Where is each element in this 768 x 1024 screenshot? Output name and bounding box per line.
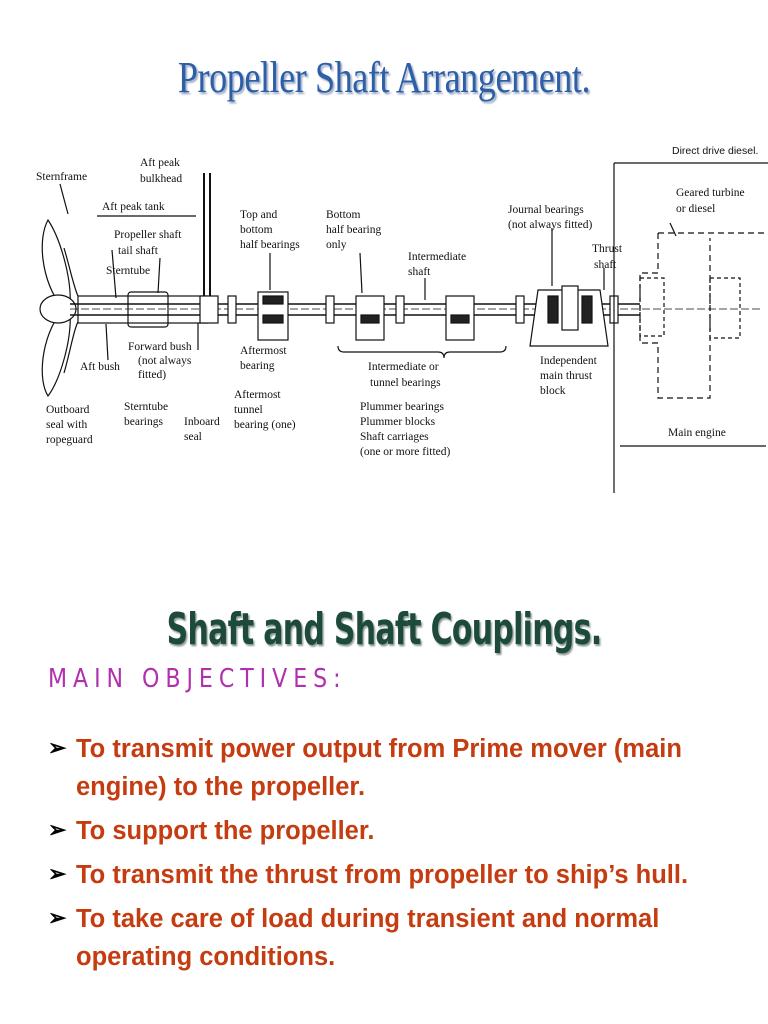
label-top-bottom-2: bottom	[240, 224, 273, 236]
label-aft-peak-tank: Aft peak tank	[102, 201, 165, 213]
label-independent-2: main thrust	[540, 370, 593, 382]
arrow-bullet-icon: ➢	[48, 735, 67, 760]
arrow-bullet-icon: ➢	[48, 817, 67, 842]
label-forward-bush-1: Forward bush	[128, 341, 192, 353]
label-plummer-1: Plummer bearings	[360, 401, 445, 413]
label-sterntube-bearings-2: bearings	[124, 416, 163, 428]
arrow-bullet-icon: ➢	[48, 861, 67, 886]
propeller-blade-upper	[41, 218, 71, 309]
label-outboard-3: ropeguard	[46, 434, 93, 446]
page-title: Propeller Shaft Arrangement.	[177, 53, 591, 102]
label-geared-2: or diesel	[676, 203, 715, 215]
propeller-shaft-diagram: Sternframe Aft peak bulkhead Aft peak ta…	[36, 145, 768, 493]
list-item: ➢ To take care of load during transient a…	[48, 900, 748, 976]
sternframe-outline	[63, 247, 79, 374]
label-bottom-half-3: only	[326, 239, 347, 251]
label-aftermost-tunnel-2: tunnel	[234, 404, 263, 416]
label-sterntube-bearings-1: Sterntube	[124, 401, 168, 413]
propeller-blade-lower	[41, 309, 71, 398]
objectives-heading: MAIN OBJECTIVES:	[48, 664, 347, 694]
label-intermediate-tunnel-2: tunnel bearings	[370, 377, 441, 389]
list-item: ➢ To transmit power output from Prime mov…	[48, 730, 748, 806]
sterntube	[77, 295, 209, 324]
label-bottom-half-1: Bottom	[326, 209, 361, 221]
label-plummer-3: Shaft carriages	[360, 431, 429, 443]
label-sterntube: Sterntube	[106, 265, 150, 277]
bullet-text: To take care of load during transient an…	[76, 905, 660, 971]
label-top-bottom-1: Top and	[240, 209, 277, 221]
objectives-list: ➢ To transmit power output from Prime mov…	[48, 730, 748, 982]
label-journal-2: (not always fitted)	[508, 219, 592, 231]
label-outboard-1: Outboard	[46, 404, 90, 416]
label-inboard-2: seal	[184, 431, 202, 443]
label-independent-3: block	[540, 385, 566, 397]
label-plummer-2: Plummer blocks	[360, 416, 436, 428]
label-inboard-1: Inboard	[184, 416, 220, 428]
section-title: Shaft and Shaft Couplings.	[166, 604, 603, 655]
label-aftermost-tunnel-1: Aftermost	[234, 389, 281, 401]
label-geared-1: Geared turbine	[676, 187, 745, 199]
label-outboard-2: seal with	[46, 419, 87, 431]
label-forward-bush-2: (not always	[138, 355, 192, 367]
label-independent-1: Independent	[540, 355, 598, 367]
label-aft-peak-bulkhead-1: Aft peak	[140, 157, 180, 169]
label-intermediate-shaft-1: Intermediate	[408, 251, 466, 263]
label-aftermost-bearing-1: Aftermost	[240, 345, 287, 357]
label-thrust-shaft-2: shaft	[594, 259, 617, 271]
label-intermediate-shaft-2: shaft	[408, 266, 431, 278]
main-engine-outline	[639, 232, 768, 399]
label-intermediate-tunnel-1: Intermediate or	[368, 361, 439, 373]
label-forward-bush-3: fitted)	[138, 369, 166, 381]
label-sternframe: Sternframe	[36, 171, 87, 183]
label-thrust-shaft-1: Thrust	[592, 243, 623, 255]
label-bottom-half-2: half bearing	[326, 224, 381, 236]
list-item: ➢ To support the propeller.	[48, 812, 748, 850]
label-propeller-shaft-2: tail shaft	[118, 245, 159, 257]
label-aftermost-tunnel-3: bearing (one)	[234, 419, 296, 431]
label-aftermost-bearing-2: bearing	[240, 360, 275, 372]
label-journal-1: Journal bearings	[508, 204, 584, 216]
label-aft-peak-bulkhead-2: bulkhead	[140, 173, 182, 185]
arrow-bullet-icon: ➢	[48, 905, 67, 930]
label-direct-drive: Direct drive diesel.	[672, 145, 758, 157]
bullet-text: To support the propeller.	[76, 817, 375, 845]
bullet-text: To transmit the thrust from propeller to…	[76, 861, 689, 889]
bullet-text: To transmit power output from Prime move…	[76, 735, 682, 801]
list-item: ➢ To transmit the thrust from propeller t…	[48, 856, 748, 894]
label-propeller-shaft-1: Propeller shaft	[114, 229, 182, 241]
label-plummer-4: (one or more fitted)	[360, 446, 451, 458]
label-main-engine: Main engine	[668, 427, 726, 439]
label-aft-bush: Aft bush	[80, 361, 120, 373]
label-top-bottom-3: half bearings	[240, 239, 300, 251]
